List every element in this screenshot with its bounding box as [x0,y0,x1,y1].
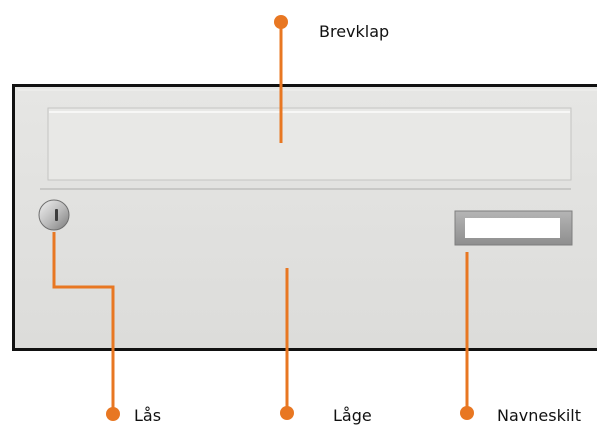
nameplate [454,210,573,246]
callout-lock-dot [106,407,120,421]
letter-flap [40,107,572,190]
callout-lock-line [52,232,115,414]
label-navneskilt: Navneskilt [497,406,581,425]
label-laas: Lås [134,406,162,425]
callout-nameplate [460,252,474,420]
callout-door [280,268,294,420]
flap-plate [47,107,572,181]
lock [38,199,70,231]
label-laage: Låge [333,406,372,425]
label-brevklap: Brevklap [319,22,390,41]
lock-cylinder [38,199,70,231]
callout-door-dot [280,406,294,420]
lock-keyhole [55,209,58,221]
callout-flap [274,15,288,143]
callout-lock [52,232,120,421]
nameplate-card [465,218,560,238]
callout-nameplate-dot [460,406,474,420]
